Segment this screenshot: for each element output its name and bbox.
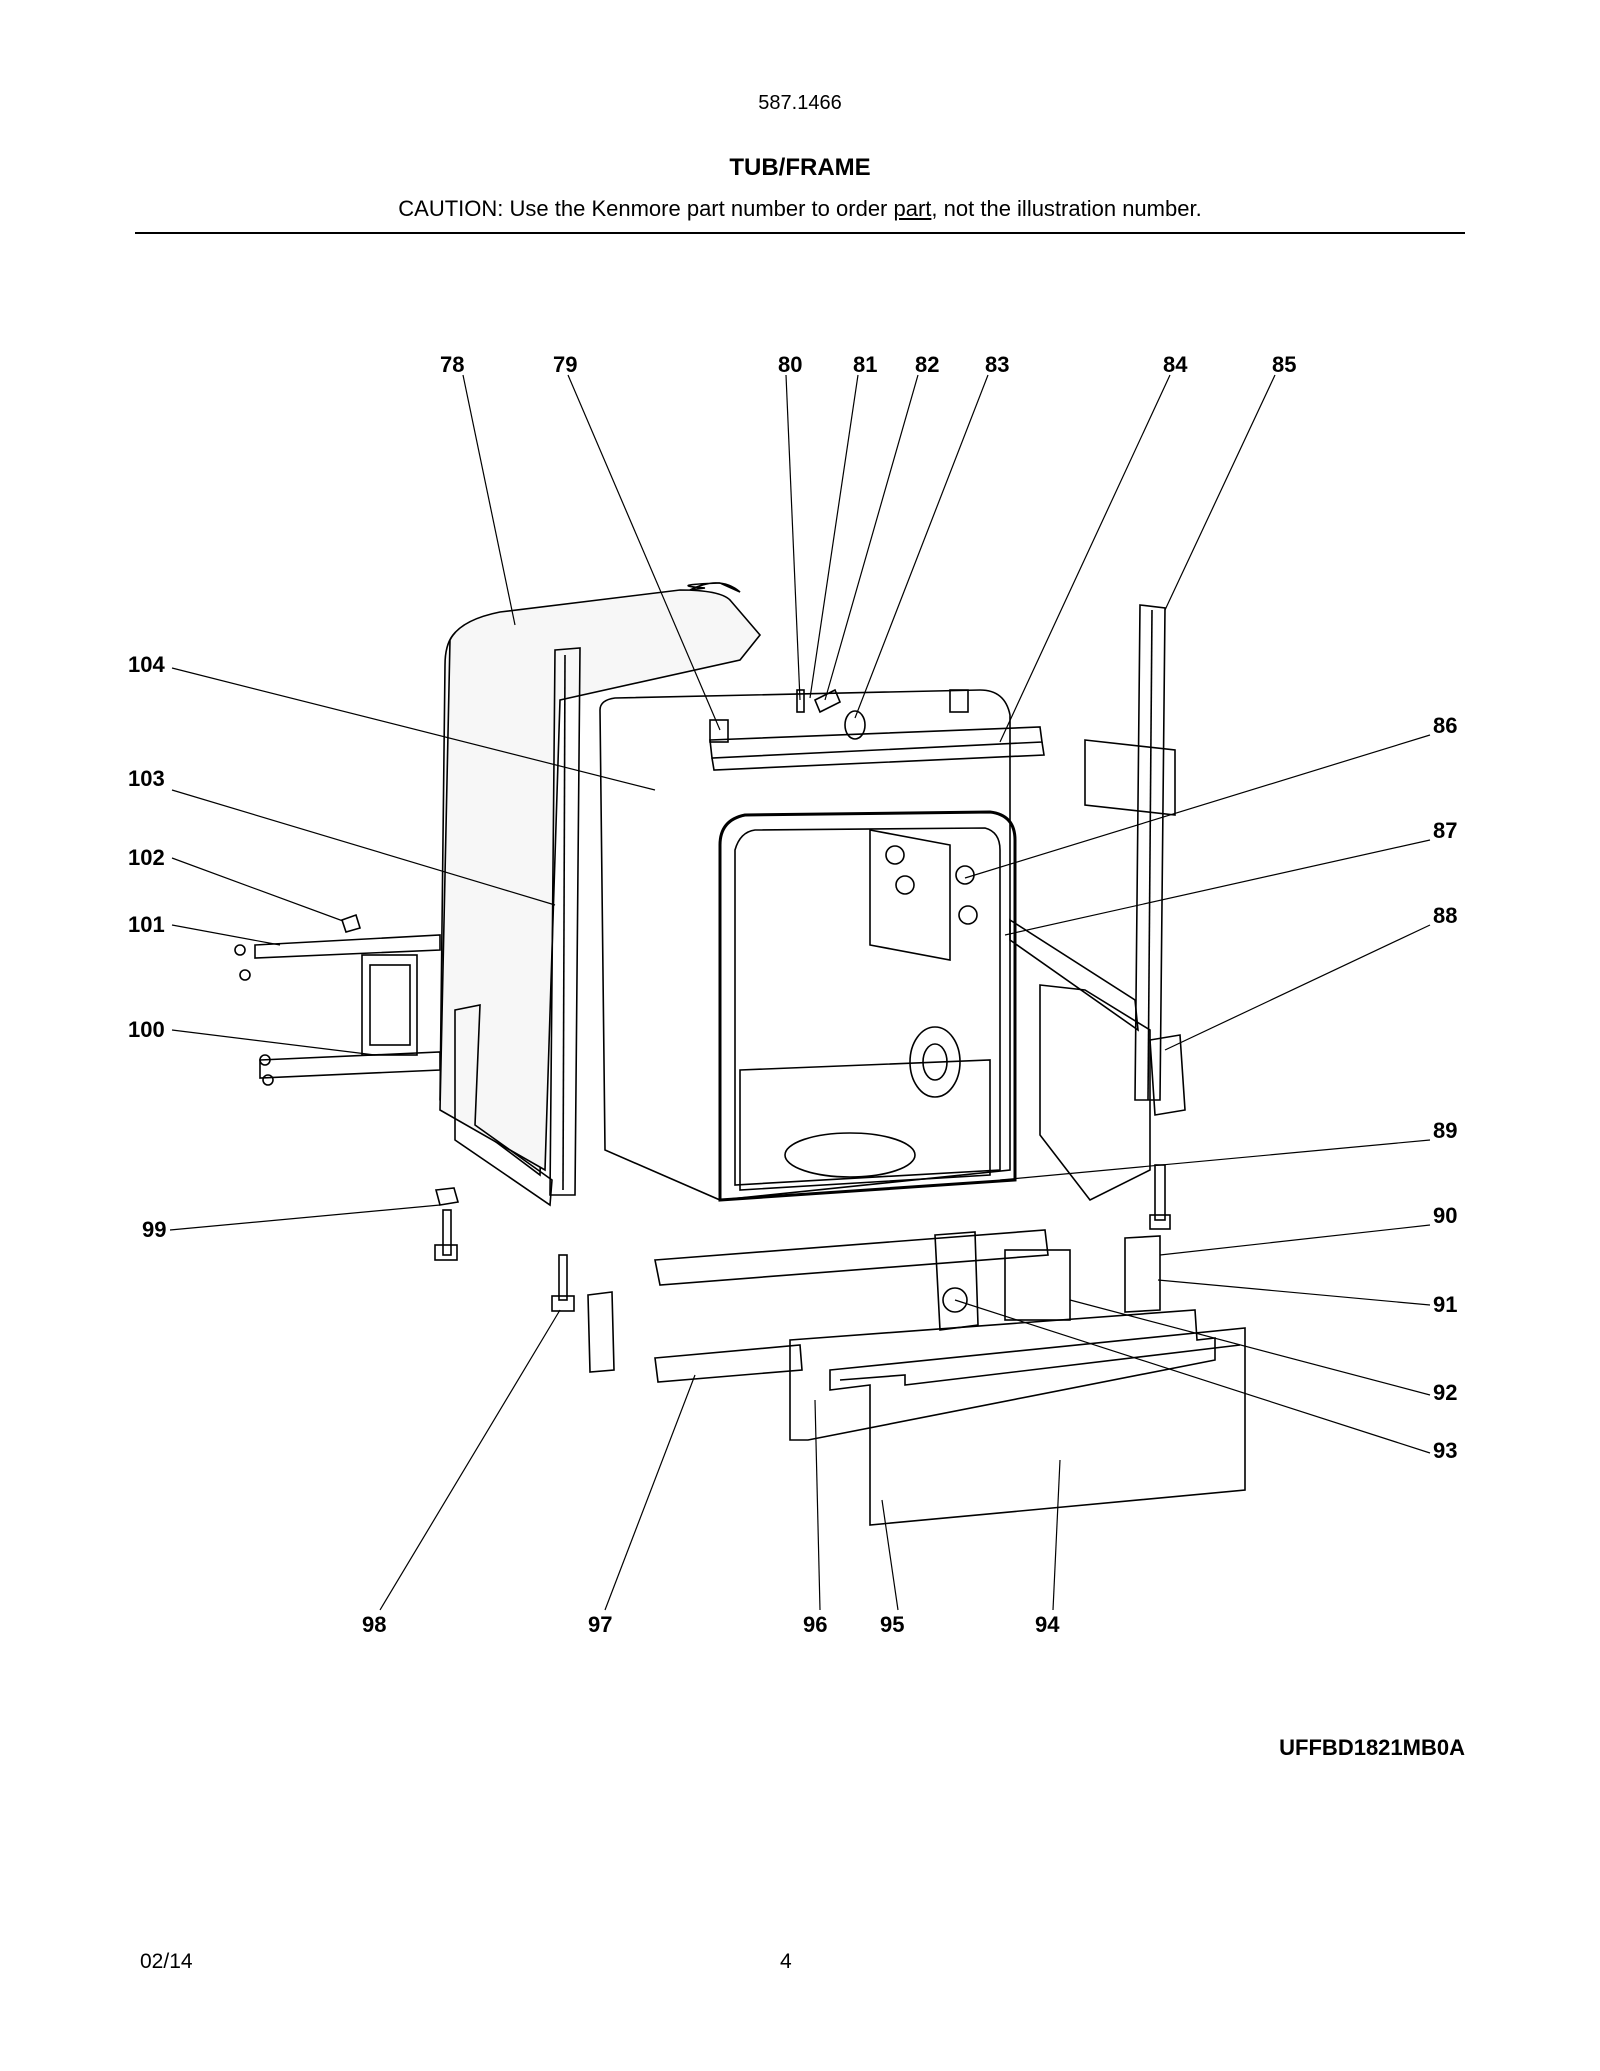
- callout-103: 103: [128, 766, 165, 791]
- callout-102: 102: [128, 845, 165, 870]
- diagram-code: UFFBD1821MB0A: [1279, 1735, 1465, 1760]
- caution-part-word: part: [893, 196, 932, 221]
- callout-98: 98: [362, 1612, 386, 1637]
- callout-83: 83: [985, 352, 1009, 377]
- door-arm: [1009, 918, 1139, 1032]
- model-number: 587.1466: [758, 92, 842, 114]
- left-side-panel: [454, 1004, 553, 1207]
- leveling-leg-right: [1154, 1164, 1166, 1221]
- toe-kick-panel: [829, 1327, 1246, 1526]
- left-front-rail: [549, 647, 581, 1196]
- lower-rail-97: [654, 1344, 803, 1383]
- bracket-101: [254, 934, 441, 959]
- callout-93: 93: [1433, 1438, 1457, 1463]
- caution-note: CAUTION: Use the Kenmore part number to …: [0, 196, 1600, 222]
- leveling-leg-98: [558, 1254, 568, 1301]
- callout-89: 89: [1433, 1118, 1457, 1143]
- toe-kick-back: [789, 1309, 1216, 1441]
- page-title: TUB/FRAME: [729, 154, 871, 181]
- leveling-plate: [361, 954, 418, 1056]
- callout-81: 81: [853, 352, 877, 377]
- callout-91: 91: [1433, 1292, 1457, 1317]
- callout-90: 90: [1433, 1203, 1457, 1228]
- bracket-100: [259, 1051, 441, 1079]
- callout-94: 94: [1035, 1612, 1060, 1637]
- tub-inner-frame: [718, 810, 1017, 1202]
- hinge-plate: [869, 829, 951, 961]
- lower-front-rail: [654, 1229, 1049, 1286]
- callout-79: 79: [553, 352, 577, 377]
- callout-78: 78: [440, 352, 464, 377]
- leg-bracket-97: [587, 1291, 615, 1373]
- callout-92: 92: [1433, 1380, 1457, 1405]
- tub-floor: [739, 1059, 991, 1191]
- right-side-panel: [1039, 984, 1151, 1202]
- callout-97: 97: [588, 1612, 612, 1637]
- caution-text-end: , not the illustration number.: [931, 196, 1202, 221]
- callout-99: 99: [142, 1217, 166, 1242]
- top-bracket-right: [949, 689, 969, 713]
- top-bracket-left: [709, 719, 729, 743]
- top-rail: [709, 726, 1043, 759]
- spray-arm-hub: [909, 1026, 961, 1098]
- callout-88: 88: [1433, 903, 1457, 928]
- page-number: 4: [780, 1950, 792, 1973]
- insulation-outline: [439, 589, 762, 1172]
- callout-82: 82: [915, 352, 939, 377]
- corner-bracket-90: [1124, 1235, 1161, 1313]
- callout-95: 95: [880, 1612, 904, 1637]
- junction-box-92: [1004, 1249, 1071, 1321]
- right-vertical-rail: [1134, 604, 1166, 1101]
- center-bracket: [934, 1231, 979, 1331]
- tub-inner-liner: [734, 827, 1001, 1186]
- callout-96: 96: [803, 1612, 827, 1637]
- cable-83: [844, 710, 866, 740]
- caution-text: CAUTION: Use the Kenmore part number to …: [398, 196, 894, 221]
- callout-101: 101: [128, 912, 165, 937]
- nut-99: [434, 1187, 460, 1206]
- tub-body: [599, 689, 1011, 1201]
- sump: [784, 1132, 916, 1178]
- leveling-leg-99: [442, 1209, 452, 1256]
- callout-86: 86: [1433, 713, 1457, 738]
- mounting-plate: [1084, 739, 1176, 816]
- bracket-82: [813, 688, 842, 714]
- clip-102: [340, 913, 362, 933]
- callout-85: 85: [1272, 352, 1296, 377]
- callout-87: 87: [1433, 818, 1457, 843]
- callout-84: 84: [1163, 352, 1188, 377]
- callout-104: 104: [128, 652, 165, 677]
- fastener-80: [796, 689, 805, 713]
- hinge-88: [1149, 1034, 1186, 1116]
- callout-100: 100: [128, 1017, 165, 1042]
- header-divider: [135, 232, 1465, 234]
- callout-80: 80: [778, 352, 802, 377]
- revision-date: 02/14: [140, 1950, 193, 1973]
